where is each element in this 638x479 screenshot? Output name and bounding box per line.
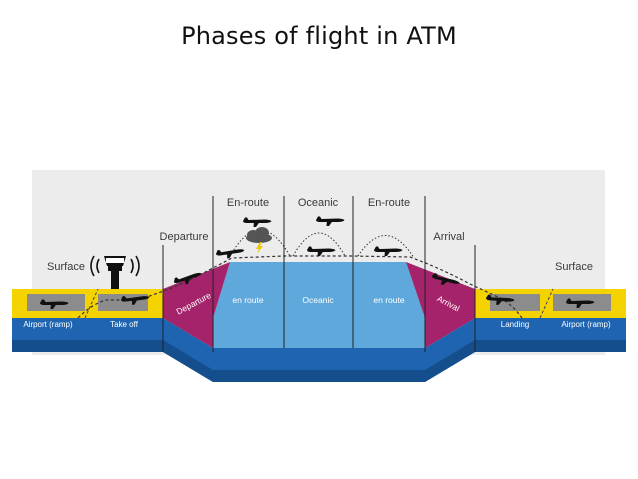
ground-separator-right [539, 288, 554, 319]
zone-label-oceanic: Oceanic [302, 295, 334, 305]
oceanic-arc [292, 232, 346, 257]
flight-path [77, 255, 523, 319]
phase-label-enroute-2: En-route [368, 197, 410, 209]
ground-base-shadow [12, 340, 626, 382]
ground-label-airport-right: Airport (ramp) [561, 320, 611, 329]
phase-label-enroute-1: En-route [227, 197, 269, 209]
ground-label-airport-left: Airport (ramp) [23, 320, 73, 329]
phase-label-oceanic: Oceanic [298, 197, 339, 209]
phase-label-departure: Departure [160, 231, 209, 243]
phase-label-arrival: Arrival [433, 231, 464, 243]
ground-label-takeoff: Take off [110, 320, 139, 329]
ground-separator-left [84, 288, 99, 319]
ground-label-landing: Landing [501, 320, 529, 329]
ground-base [12, 318, 626, 382]
zone-label-enroute-2: en route [373, 295, 404, 305]
phase-label-surface-left: Surface [47, 261, 85, 273]
page-title: Phases of flight in ATM [181, 22, 457, 50]
phase-label-surface-right: Surface [555, 261, 593, 273]
control-tower-icon [90, 255, 140, 289]
enroute-arc [357, 235, 415, 259]
airspace-enroute-oceanic [213, 262, 425, 348]
zone-label-enroute-1: en route [232, 295, 263, 305]
storm-cloud-icon [246, 227, 272, 254]
